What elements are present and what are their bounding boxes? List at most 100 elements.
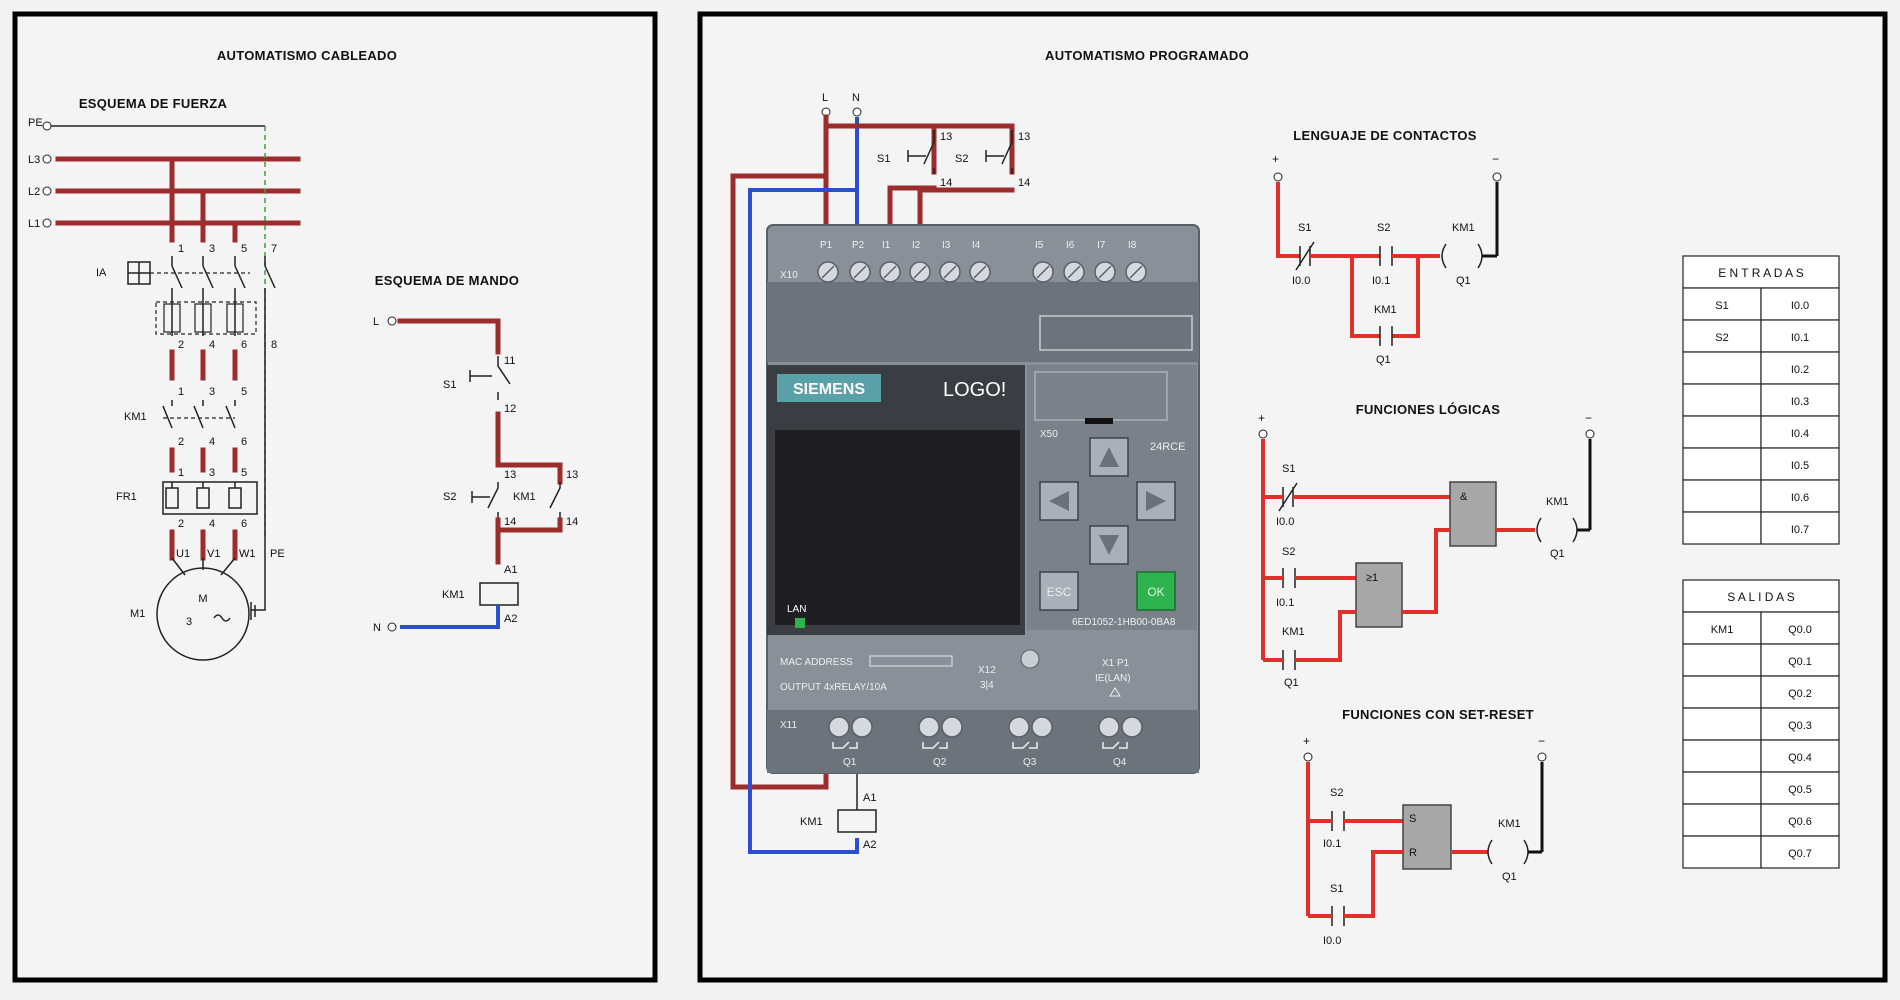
logic-w-or-out [1402,528,1450,614]
breaker-label: IA [96,267,107,279]
table-cell [1760,611,1840,645]
plc-output-screw[interactable] [851,716,873,738]
motor-m1: U1 V1 W1 PE M 3 M1 [130,540,285,661]
relay-contact-icon [922,741,948,749]
logic-coil: KM1 [1546,496,1569,508]
logic-s2-addr: I0.1 [1276,597,1294,609]
table-cell [1682,287,1762,321]
table-cell [1760,707,1840,741]
table-address: I0.5 [1791,460,1809,472]
plc-l-label: L [822,92,828,104]
plc-output-label: Q1 [843,757,857,768]
table-address: Q0.6 [1788,816,1812,828]
fr-out-6: 6 [241,518,247,530]
ctl-line-label: L [373,316,379,328]
plc-order-number: 6ED1052-1HB00-0BA8 [1072,617,1176,628]
siemens-brand: SIEMENS [793,381,865,398]
table-address: I0.6 [1791,492,1809,504]
table-header: S A L I D A S [1727,590,1795,604]
table-address: I0.0 [1791,300,1809,312]
sr-s2: S2 [1330,787,1343,799]
table-cell [1682,415,1762,449]
ladder-rail-plus [1276,182,1300,258]
plc-coil-icon [837,809,877,833]
ladder-minus-term [1492,172,1502,182]
plc-output-screw[interactable] [1098,716,1120,738]
key-esc[interactable] [1039,571,1079,611]
ctl-s1-nc-icon [469,356,511,400]
plc-output-label: Q4 [1113,757,1127,768]
screw-slot [913,265,927,279]
power-schema-title: ESQUEMA DE FUERZA [79,96,228,111]
motor-w1: W1 [239,548,256,560]
table-cell [1682,479,1762,513]
plc-coil-a1: A1 [863,792,876,804]
km-out-4: 4 [209,436,215,448]
km-in-1: 1 [178,386,184,398]
br-c2b [202,265,214,289]
bt-5: 5 [241,243,247,255]
arrow-up-icon [1099,447,1119,467]
plc-mac-box [869,655,953,667]
table-address: Q0.5 [1788,784,1812,796]
siemens-logo [777,374,881,402]
ctl-14a: 14 [504,516,516,528]
plc-output-screw[interactable] [828,716,850,738]
breaker-terminals: 1 3 5 7 2 4 6 8 [178,243,277,351]
plc-coil-label: KM1 [800,816,823,828]
plc-s2-icon [985,130,1013,174]
plc-output-screw[interactable] [1008,716,1030,738]
plc-output-screw[interactable] [1031,716,1053,738]
plc-label-slot [1039,315,1193,351]
table-device: KM1 [1711,624,1734,636]
plc-x12-sub: 3|4 [980,680,994,691]
ctl-neutral-label: N [373,622,381,634]
ctl-13b: 13 [566,469,578,481]
screw-slot [943,265,957,279]
ladder-branch-out [1392,256,1420,338]
km1-power-label: KM1 [124,411,147,423]
key-ok[interactable] [1136,571,1176,611]
plc-s2-to-i2 [917,187,1015,228]
table-cell [1760,511,1840,545]
table-cell [1682,643,1762,677]
logic-or-label: ≥1 [1366,572,1378,584]
table-address: Q0.0 [1788,624,1812,636]
left-panel-frame [12,11,658,983]
plc-output-screw[interactable] [1121,716,1143,738]
sr-minus-term [1537,752,1547,762]
screw-slot [853,265,867,279]
relay-contact-icon [1012,741,1038,749]
plc-output-screw[interactable] [941,716,963,738]
ctl-n-terminal [387,622,397,632]
plc-x11: X11 [780,720,797,731]
table-address: Q0.1 [1788,656,1812,668]
logic-minus: − [1585,411,1592,425]
plc-variant: 24RCE [1150,441,1185,453]
ctl-s2-label: S2 [443,491,456,503]
plc-lan-label: LAN [787,604,806,615]
table-cell [1682,319,1762,353]
ladder-minus: − [1492,152,1499,166]
table-cell [1682,771,1762,805]
ctl-a2: A2 [504,613,517,625]
plc-input-label: P2 [852,240,865,251]
br-c3b [234,265,246,289]
ctl-14b: 14 [566,516,578,528]
plc-n-label: N [852,92,860,104]
sr-block [1402,804,1452,870]
screw-slot [821,265,835,279]
plc-x1p1: X1 P1 [1102,658,1130,669]
line-label-l2: L2 [28,186,40,198]
table-cell [1682,447,1762,481]
screw-slot [1129,265,1143,279]
plc-input-label: P1 [820,240,833,251]
km1-main-contacts: 1 3 5 KM1 2 4 6 [124,386,247,448]
plc-x50: X50 [1040,429,1058,440]
table-cell [1682,383,1762,417]
ctl-wire-branch [495,462,563,485]
plc-output-screw[interactable] [918,716,940,738]
